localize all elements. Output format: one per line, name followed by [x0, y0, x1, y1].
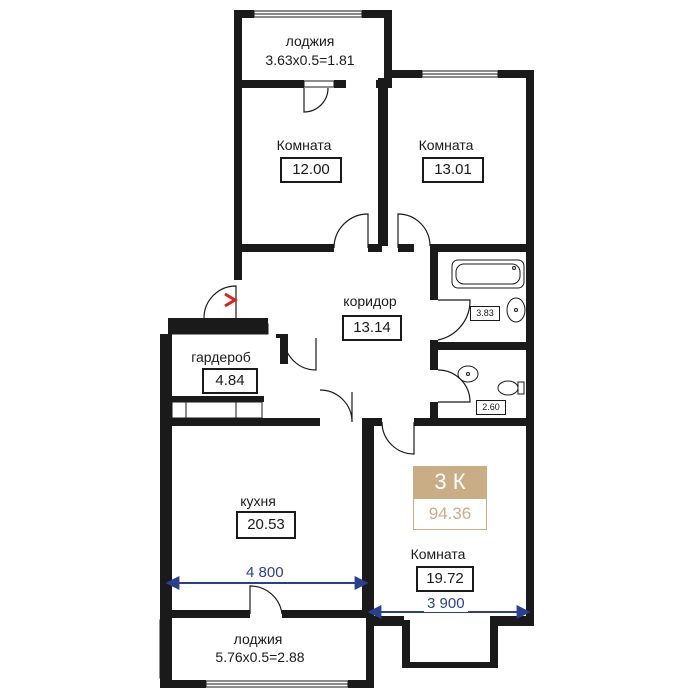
doors: [203, 87, 471, 615]
wall: [368, 418, 382, 426]
wall: [234, 80, 304, 88]
wall: [234, 10, 254, 18]
bathroom-area: 3.83: [470, 306, 500, 321]
wall: [414, 418, 534, 426]
window: [402, 625, 410, 663]
loggia-bottom-area: 5.76x0.5=2.88: [215, 649, 305, 665]
wall: [234, 80, 242, 280]
loggia-bottom-name: лоджия: [233, 631, 283, 647]
kitchen-name: кухня: [240, 493, 276, 509]
apartment-badge: 3 К 94.36: [413, 466, 487, 530]
wall: [430, 340, 438, 370]
room-left-area: 12.00: [280, 157, 342, 183]
wall: [430, 244, 530, 252]
toilet-icon: [497, 380, 525, 396]
room-big-area: 19.72: [416, 566, 474, 592]
wall: [160, 418, 320, 426]
wall: [366, 610, 374, 688]
room-left-name: Комната: [276, 137, 332, 153]
window: [303, 80, 335, 88]
corridor-name: коридор: [343, 293, 397, 309]
wall: [374, 616, 404, 626]
wall: [234, 244, 334, 252]
door-swing: [249, 585, 283, 615]
door-swing: [333, 213, 369, 249]
wall: [160, 334, 172, 430]
sink-icon: [457, 297, 526, 383]
wall: [160, 610, 250, 618]
wall: [490, 620, 498, 668]
windows: [159, 10, 499, 688]
door-swing: [437, 369, 471, 403]
wall: [334, 80, 346, 88]
wall: [168, 318, 268, 334]
wall: [160, 680, 206, 688]
wall: [402, 620, 410, 668]
wall: [280, 334, 288, 364]
dimension-lines: [165, 576, 531, 619]
window: [159, 619, 171, 679]
wall: [362, 10, 392, 18]
wall: [168, 396, 264, 402]
wall: [384, 70, 422, 78]
wall: [430, 402, 438, 424]
loggia-top-area: 3.63x0.5=1.81: [265, 52, 355, 68]
door-swing: [381, 421, 415, 455]
wall: [498, 70, 534, 78]
door-swing: [319, 389, 353, 423]
window: [409, 662, 491, 668]
door-swing: [203, 285, 237, 319]
bathtub-icon: [451, 259, 525, 289]
door-swing: [437, 299, 471, 341]
apartment-type-label: 3 К: [413, 466, 487, 498]
wall: [430, 244, 438, 300]
wall: [234, 10, 242, 90]
kitchen-area: 20.53: [236, 511, 296, 539]
wall: [430, 342, 530, 350]
wall: [362, 418, 374, 618]
wall: [368, 244, 382, 252]
door-swing: [303, 87, 329, 113]
room-big-name: Комната: [410, 546, 466, 562]
wall: [398, 244, 414, 252]
apartment-total-area: 94.36: [413, 498, 487, 530]
window: [490, 625, 498, 663]
wall: [402, 662, 498, 668]
room-right-name: Комната: [418, 137, 474, 153]
dimension-label-kitchen: 4 800: [243, 564, 287, 581]
loggia-top-name: лоджия: [285, 33, 335, 49]
dimension-label-room: 3 900: [424, 595, 468, 612]
door-swing: [283, 337, 317, 371]
wardrobe-name: гардероб: [191, 349, 251, 365]
wall: [378, 78, 388, 246]
entrance-arrow-icon: [224, 292, 238, 308]
wall: [282, 610, 374, 618]
wall: [234, 244, 242, 280]
corridor-area: 13.14: [342, 315, 402, 341]
room-right-area: 13.01: [422, 157, 484, 183]
wall: [490, 616, 534, 626]
door-swing: [397, 213, 431, 248]
wardrobe-shelves: [171, 323, 269, 419]
toilet-area: 2.60: [476, 400, 506, 415]
wardrobe-area: 4.84: [202, 368, 258, 394]
wall: [348, 680, 374, 688]
wall: [384, 10, 392, 80]
